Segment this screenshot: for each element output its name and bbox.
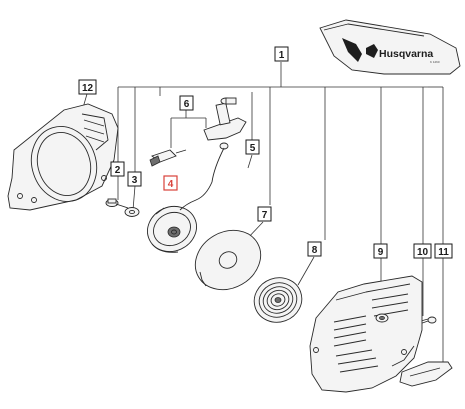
callout-4[interactable]: 4 [163, 175, 178, 191]
svg-text:7: 7 [262, 210, 268, 221]
flywheel-housing-part [7, 103, 119, 211]
washer-part [124, 207, 140, 217]
callout-2[interactable]: 2 [110, 161, 125, 177]
svg-text:6: 6 [184, 99, 190, 110]
decal-part [399, 361, 453, 387]
callout-11[interactable]: 11 [434, 243, 453, 259]
starter-cover-part [309, 275, 423, 393]
callout-6[interactable]: 6 [179, 95, 194, 111]
recoil-spring-part [253, 277, 303, 323]
svg-text:10: 10 [417, 247, 429, 258]
starter-rope-handle-part [149, 97, 247, 211]
brand-decal-text: Husqvarna [379, 48, 433, 60]
svg-text:3: 3 [132, 175, 138, 186]
svg-text:9: 9 [378, 247, 384, 258]
svg-text:2: 2 [115, 165, 121, 176]
model-decal-text: K 1260 [430, 60, 440, 64]
spring-cover-disc-part [194, 229, 262, 291]
callout-5[interactable]: 5 [245, 139, 260, 155]
screw-part [105, 198, 129, 209]
callout-8[interactable]: 8 [307, 241, 322, 257]
svg-text:11: 11 [438, 247, 449, 258]
callout-7[interactable]: 7 [257, 206, 272, 222]
callout-10[interactable]: 10 [413, 243, 432, 259]
brand-decal: Husqvarna K 1260 [319, 19, 461, 75]
starter-pulley-part [147, 205, 197, 253]
callout-12[interactable]: 12 [78, 79, 97, 95]
callout-1[interactable]: 1 [274, 46, 289, 62]
svg-text:8: 8 [312, 245, 318, 256]
svg-text:5: 5 [250, 143, 256, 154]
svg-text:4: 4 [168, 179, 174, 190]
callout-boxes: 1 2 3 4 5 6 7 8 [78, 46, 453, 259]
callout-3[interactable]: 3 [127, 171, 142, 187]
svg-text:1: 1 [279, 50, 285, 61]
svg-text:12: 12 [82, 83, 94, 94]
callout-9[interactable]: 9 [373, 243, 388, 259]
husqvarna-logo-icon [366, 44, 378, 58]
